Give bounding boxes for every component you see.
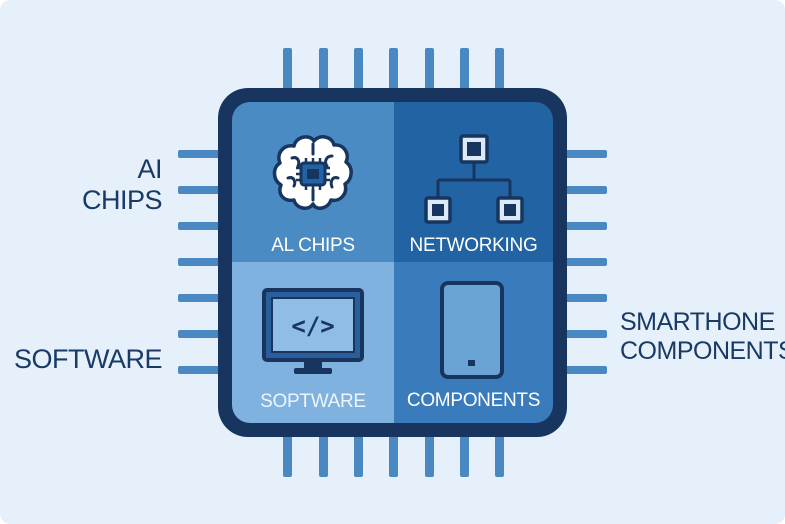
quadrant-software: </> SOPTWARE	[232, 262, 394, 423]
quadrant-networking-label: NETWORKING	[409, 235, 538, 256]
smartphone-label-line1: SMARTHONE	[620, 308, 775, 336]
quadrant-ai-chips-label: AL CHIPS	[271, 235, 355, 256]
quadrant-networking: NETWORKING	[394, 102, 553, 262]
quadrant-components-label: COMPONENTS	[406, 390, 541, 411]
quadrant-software-label: SOPTWARE	[260, 391, 366, 412]
smartphone-label-line2: COMPONENTS	[620, 337, 785, 365]
ai-chips-label-line2: CHIPS	[81, 185, 163, 215]
network-hierarchy-icon	[424, 134, 524, 224]
ai-chips-label-line1: AI	[137, 154, 162, 184]
ai-chips-outer-label: AI CHIPS	[81, 154, 163, 216]
software-outer-label: SOFTWARE	[14, 344, 163, 374]
brain-chip-icon	[272, 135, 353, 210]
smartphone-icon	[440, 281, 504, 379]
quadrant-ai-chips: AL CHIPS	[232, 102, 394, 262]
quadrant-components: COMPONENTS	[394, 262, 553, 423]
smartphone-components-outer-label: SMARTHONE COMPONENTS	[620, 308, 785, 366]
code-symbol: </>	[291, 312, 334, 340]
code-monitor-icon: </>	[262, 288, 364, 374]
